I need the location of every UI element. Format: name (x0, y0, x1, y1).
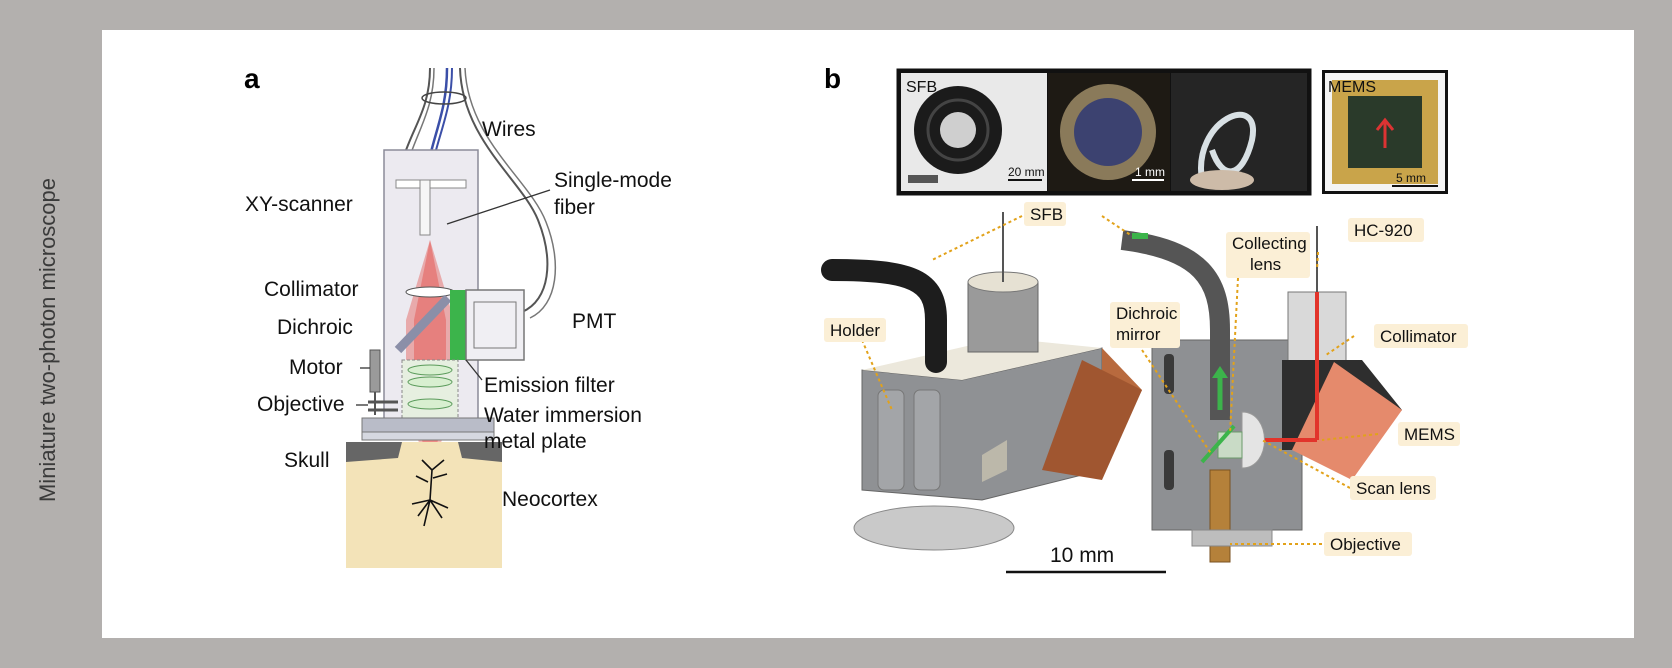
tag-collecting-lens: Collecting lens (1226, 232, 1310, 278)
label-motor: Motor (289, 356, 343, 379)
scale-5mm: 5 mm (1396, 171, 1426, 185)
panel-b-letter: b (824, 63, 841, 94)
svg-text:SFB: SFB (1030, 205, 1063, 224)
motor-part (369, 349, 381, 393)
panel-b-leaders (861, 215, 1379, 545)
label-pmt: PMT (572, 310, 617, 333)
tag-holder: Holder (824, 318, 886, 342)
figure-svg: a (244, 63, 1468, 574)
label-fiber: fiber (554, 196, 595, 219)
label-water-immersion: Water immersion (484, 404, 642, 427)
photo-label-mems: MEMS (1328, 79, 1376, 96)
label-wires: Wires (482, 118, 536, 141)
svg-text:Dichroic: Dichroic (1116, 304, 1178, 323)
tag-dichroic-mirror: Dichroic mirror (1110, 302, 1180, 348)
figure-panel: a (102, 30, 1634, 638)
label-metal-plate: metal plate (484, 430, 587, 453)
metal-plate (361, 417, 495, 433)
svg-text:Scan lens: Scan lens (1356, 479, 1431, 498)
label-single-mode: Single-mode (554, 169, 672, 192)
svg-text:Collimator: Collimator (1380, 327, 1457, 346)
tag-sfb: SFB (1024, 202, 1066, 226)
label-skull: Skull (284, 449, 330, 472)
collimator-lens (405, 286, 455, 298)
panel-a-leaders (356, 189, 551, 406)
neuron-drawing (411, 459, 449, 527)
tag-scan-lens: Scan lens (1350, 476, 1436, 500)
svg-text:Holder: Holder (830, 321, 880, 340)
photo-strip: SFB 20 mm 1 mm MEMS 5 mm (896, 68, 1448, 196)
tag-objective: Objective (1324, 532, 1412, 556)
fiber-ferrule (419, 179, 431, 236)
side-title: Miniature two-photon microscope (35, 177, 60, 503)
label-dichroic: Dichroic (277, 316, 353, 339)
svg-text:Collecting: Collecting (1232, 234, 1307, 253)
label-objective: Objective (257, 393, 345, 416)
xy-scanner-part (395, 179, 467, 189)
panel-b: b SFB 20 mm 1 mm MEMS (821, 63, 1468, 574)
svg-text:lens: lens (1250, 255, 1281, 274)
skull-left (346, 442, 402, 462)
scale-1mm: 1 mm (1135, 165, 1165, 179)
label-emission-filter: Emission filter (484, 374, 615, 397)
emission-filter-part (450, 290, 466, 360)
svg-text:mirror: mirror (1116, 325, 1161, 344)
panel-a: a (244, 63, 672, 568)
tag-collimator: Collimator (1374, 324, 1468, 348)
pmt-box (465, 289, 525, 361)
svg-text:Objective: Objective (1330, 535, 1401, 554)
device-render-section (1120, 226, 1402, 563)
photo-label-sfb: SFB (906, 79, 937, 96)
skull-right (458, 442, 502, 462)
svg-text:HC-920: HC-920 (1354, 221, 1413, 240)
tag-hc920: HC-920 (1348, 218, 1424, 242)
dichroic-mirror (394, 294, 452, 354)
label-neocortex: Neocortex (502, 488, 598, 511)
scale-20mm: 20 mm (1008, 165, 1045, 179)
device-render-exterior (821, 212, 1142, 551)
panel-a-letter: a (244, 63, 260, 94)
label-xy-scanner: XY-scanner (245, 193, 353, 216)
tag-mems: MEMS (1398, 422, 1460, 446)
label-collimator: Collimator (264, 278, 359, 301)
svg-text:MEMS: MEMS (1404, 425, 1455, 444)
scale-bar-label: 10 mm (1050, 544, 1114, 567)
